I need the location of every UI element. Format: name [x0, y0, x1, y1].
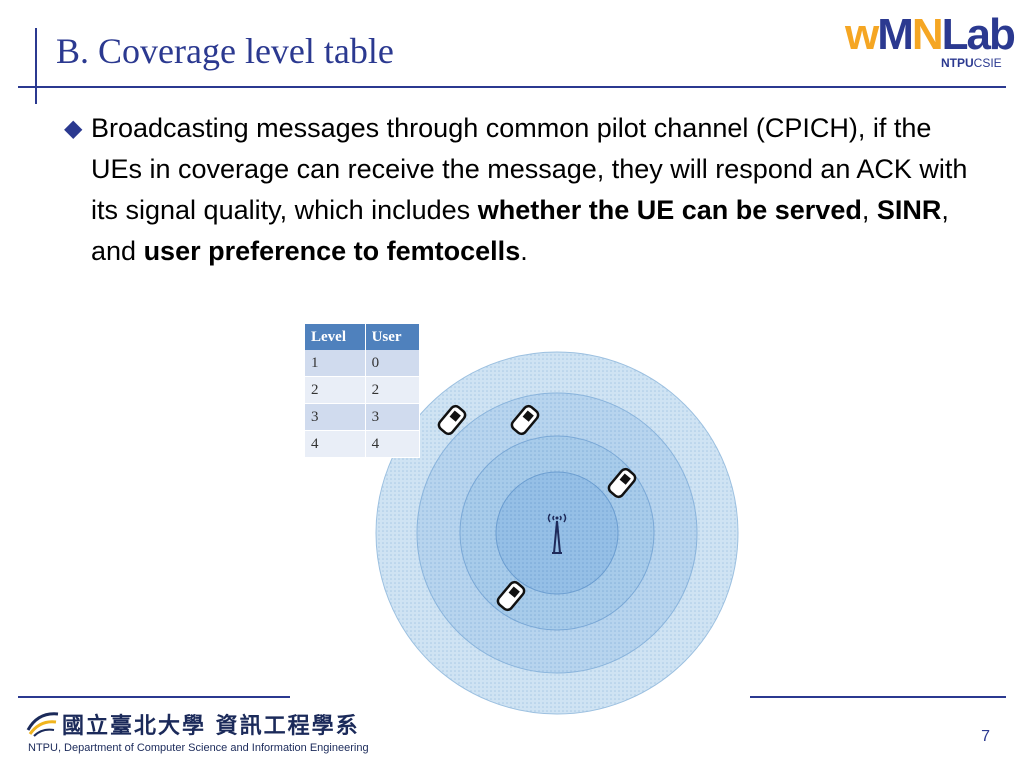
diamond-bullet-icon: ◆ [64, 115, 83, 142]
coverage-level-table: Level User 1 0 2 2 3 3 4 4 [305, 324, 421, 458]
body-text: ◆Broadcasting messages through common pi… [64, 108, 984, 272]
emphasis-preference: user preference to femtocells [143, 236, 521, 266]
university-name-cn: 國立臺北大學 資訊工程學系 [62, 714, 360, 739]
table-row: 4 4 [305, 430, 421, 458]
footer-rule-left [18, 696, 290, 698]
antenna-icon [547, 513, 567, 554]
table-cell-user: 4 [365, 430, 421, 458]
page-number: 7 [981, 728, 990, 745]
bullet-paragraph: ◆Broadcasting messages through common pi… [64, 108, 984, 272]
table-row: 2 2 [305, 376, 421, 404]
logo-wordmark: wMNLab [845, 10, 1016, 59]
phone-icon [510, 404, 540, 436]
table-header-user: User [365, 324, 421, 350]
university-emblem-icon [26, 712, 59, 737]
table-cell-level: 3 [305, 403, 366, 431]
university-logo: 國立臺北大學 資訊工程學系 NTPU, Department of Comput… [22, 706, 422, 761]
logo-subtitle: NTPUCSIE [941, 56, 1002, 70]
phone-icon [496, 580, 526, 612]
table-header-row: Level User [305, 324, 421, 350]
table-header-level: Level [305, 324, 366, 350]
title-vertical-rule [35, 28, 37, 104]
table-cell-level: 4 [305, 430, 366, 458]
slide-title: B. Coverage level table [56, 31, 394, 71]
coverage-circles [375, 351, 739, 715]
department-name-en: NTPU, Department of Computer Science and… [28, 742, 369, 754]
table-cell-level: 1 [305, 350, 366, 377]
coverage-ring-1 [495, 471, 619, 595]
table-row: 3 3 [305, 403, 421, 431]
table-cell-user: 3 [365, 403, 421, 431]
emphasis-served: whether the UE can be served [477, 195, 862, 225]
table-cell-user: 0 [365, 350, 421, 377]
phone-icon [607, 467, 637, 499]
table-cell-user: 2 [365, 376, 421, 404]
emphasis-sinr: SINR [876, 195, 942, 225]
title-horizontal-rule [18, 86, 1006, 88]
table-cell-level: 2 [305, 376, 366, 404]
wmnlab-logo: wMNLab NTPUCSIE [845, 10, 1020, 78]
footer-rule-right [750, 696, 1006, 698]
table-row: 1 0 [305, 350, 421, 377]
coverage-diagram [370, 350, 740, 715]
phone-icon [437, 404, 467, 436]
